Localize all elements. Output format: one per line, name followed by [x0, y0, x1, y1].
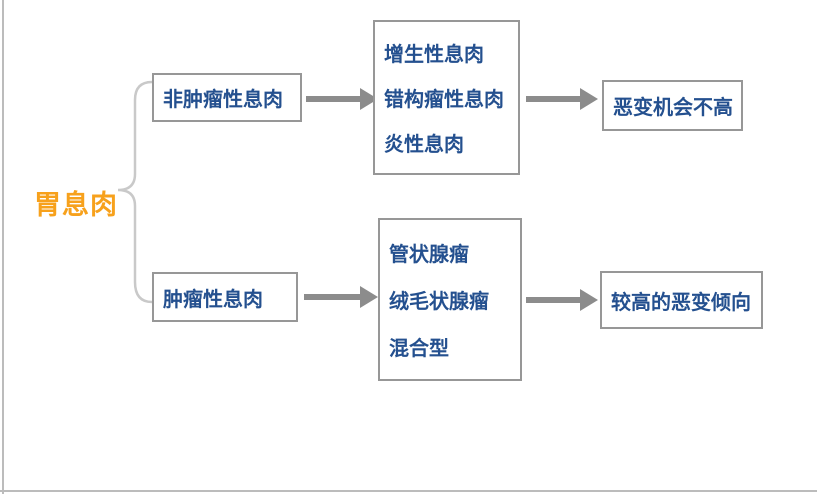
- arrow-shaft: [526, 96, 580, 102]
- subtype-label: 错构瘤性息肉: [384, 89, 504, 111]
- arrow-right-icon: [526, 88, 598, 110]
- node-high-malignancy-outcome: 较高的恶变倾向: [600, 271, 763, 329]
- arrow-head: [580, 289, 598, 311]
- arrow-head: [360, 286, 378, 308]
- slide-bottom-border: [0, 490, 817, 492]
- subtype-label: 绒毛状腺瘤: [389, 291, 489, 313]
- node-label: 较高的恶变倾向: [611, 291, 751, 314]
- subtype-label: 增生性息肉: [384, 44, 484, 66]
- arrow-right-icon: [526, 289, 598, 311]
- arrow-shaft: [304, 294, 360, 300]
- node-nonneoplastic-polyp: 非肿瘤性息肉: [152, 73, 302, 122]
- arrow-right-icon: [304, 286, 378, 308]
- slide-left-border: [2, 0, 4, 494]
- arrow-head: [580, 88, 598, 110]
- arrow-shaft: [306, 96, 360, 102]
- node-label: 肿瘤性息肉: [163, 288, 263, 311]
- arrow-shaft: [526, 297, 580, 303]
- node-neoplastic-subtypes: 管状腺瘤 绒毛状腺瘤 混合型: [378, 218, 522, 381]
- node-low-malignancy-outcome: 恶变机会不高: [602, 80, 743, 131]
- brace-icon: [117, 80, 154, 304]
- arrow-right-icon: [306, 88, 378, 110]
- node-nonneoplastic-subtypes: 增生性息肉 错构瘤性息肉 炎性息肉: [373, 20, 520, 175]
- node-label: 非肿瘤性息肉: [163, 89, 283, 111]
- node-label: 恶变机会不高: [613, 97, 733, 119]
- subtype-label: 管状腺瘤: [389, 244, 469, 266]
- subtype-label: 混合型: [389, 338, 449, 360]
- node-neoplastic-polyp: 肿瘤性息肉: [152, 272, 298, 322]
- root-label: 胃息肉: [34, 190, 118, 220]
- subtype-label: 炎性息肉: [384, 134, 464, 156]
